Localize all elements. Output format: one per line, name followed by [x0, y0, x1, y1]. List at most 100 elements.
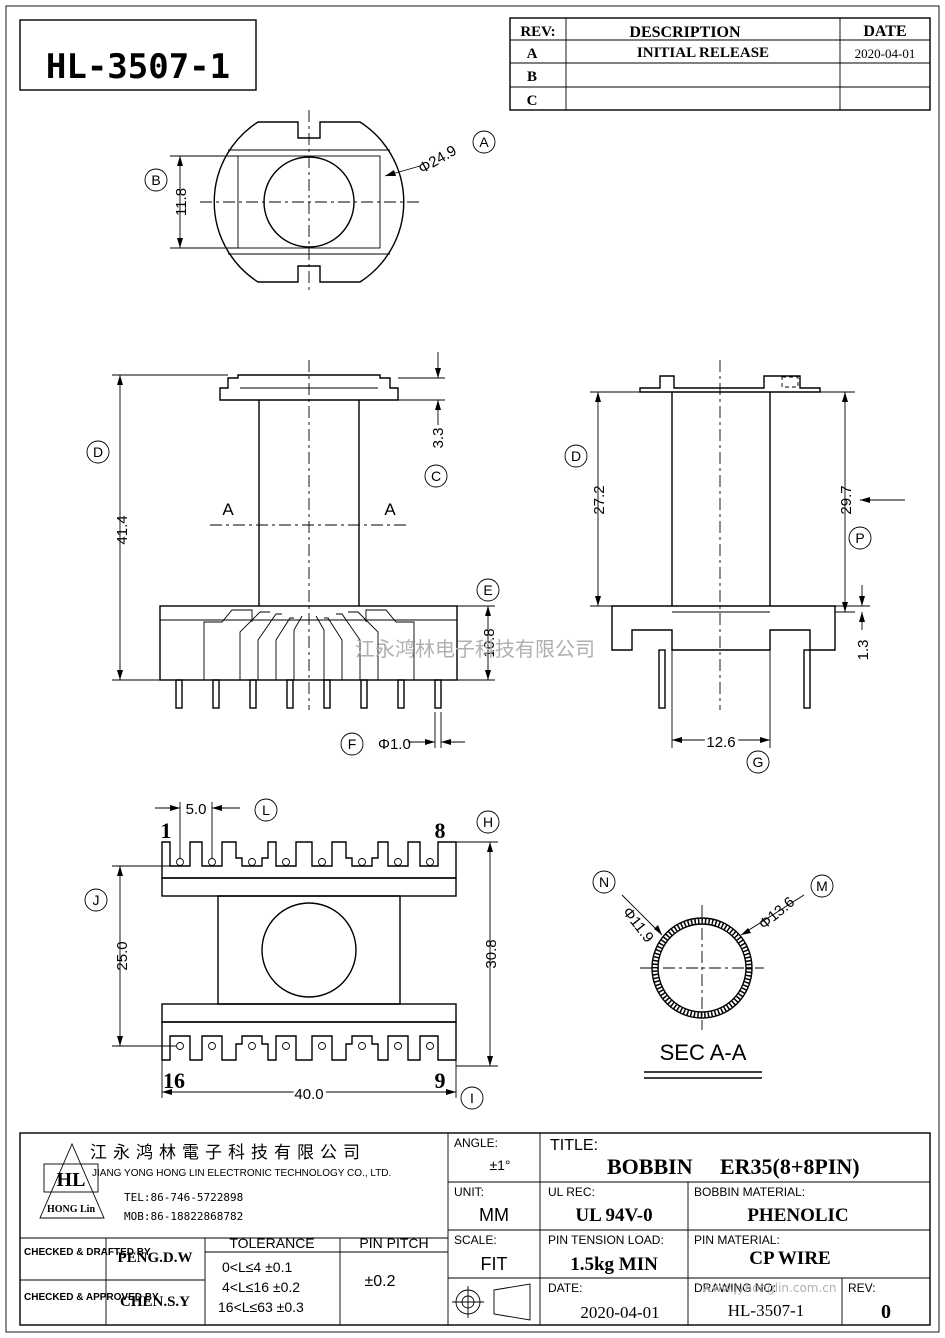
company-name-cn: 江永鸿林電子科技有限公司	[90, 1143, 366, 1162]
title-label: TITLE:	[550, 1137, 598, 1154]
angle-label: ANGLE:	[454, 1136, 498, 1150]
logo-text: HL	[57, 1169, 86, 1191]
side-view: 27.2 29.7 1.3 12.6 12.6	[590, 360, 905, 754]
unit-value: MM	[479, 1205, 509, 1225]
callout-d-side: D	[571, 448, 581, 464]
callout-h: H	[483, 814, 493, 830]
pin-material-value: CP WIRE	[749, 1248, 830, 1269]
callout-c: C	[431, 468, 441, 484]
callout-i: I	[470, 1090, 474, 1106]
callout-l: L	[262, 802, 270, 818]
checked-drafted-label: CHECKED & DRAFTED BY	[24, 1247, 151, 1258]
title-block: HL HONG Lin 江永鸿林電子科技有限公司 JIANG YONG HONG…	[19, 1132, 931, 1326]
rev-value: 0	[881, 1301, 891, 1323]
approved-by: CHEN.S.Y	[120, 1294, 190, 1310]
side-pin-left	[658, 649, 666, 709]
dim-29-7: 29.7	[838, 485, 855, 514]
dim-27-2: 27.2	[591, 485, 608, 514]
drawing-no-label: DRAWING NO:	[694, 1281, 776, 1295]
dim-dia-11-9: Φ11.9	[619, 904, 657, 946]
drawing-no-value: HL-3507-1	[728, 1301, 804, 1320]
rev-header: REV:	[520, 24, 555, 40]
callout-b: B	[151, 172, 160, 188]
dim-dia-24-9: Φ24.9	[416, 142, 460, 177]
rev-row-a-date: 2020-04-01	[855, 46, 916, 61]
pin-number-1: 1	[161, 818, 172, 843]
pin-pitch-value: ±0.2	[364, 1273, 395, 1290]
logo-subtext: HONG Lin	[47, 1204, 96, 1215]
part-number-box: HL-3507-1	[19, 19, 257, 91]
dim-5-0: 5.0	[186, 801, 207, 818]
callouts: A B C D D E F G H I J L M N P	[84, 130, 872, 1110]
side-pin-right	[803, 649, 811, 709]
watermark-url: www.jyhonglin.com.cn	[702, 1281, 837, 1295]
watermark-center: 江永鸿林电子科技有限公司	[355, 637, 595, 661]
rev-label: REV:	[848, 1281, 876, 1295]
sheet-border	[5, 5, 940, 1333]
rev-row-b: B	[527, 69, 537, 85]
dim-40-0-bg: 40.0	[294, 1086, 323, 1103]
dim-dia-13-6: Φ13.6	[756, 894, 798, 933]
dim-1-3: 1.3	[855, 640, 872, 661]
rev-row-a: A	[527, 46, 538, 62]
ul-label: UL REC:	[548, 1185, 595, 1199]
bottom-view: 1 8 16 9 5.0 25.0 30.8 40.0 40.0	[112, 801, 500, 1106]
description-header: DESCRIPTION	[629, 24, 741, 41]
bobbin-material-value: PHENOLIC	[747, 1205, 848, 1226]
unit-label: UNIT:	[454, 1185, 484, 1199]
title-value-1: BOBBIN	[607, 1154, 693, 1179]
front-pins	[175, 679, 442, 709]
projection-symbol	[452, 1283, 531, 1321]
section-marker-left: A	[222, 500, 234, 519]
company-tel: TEL:86-746-5722898	[124, 1191, 243, 1204]
section-label: SEC A-A	[660, 1040, 747, 1065]
callout-d-front: D	[93, 444, 103, 460]
date-label: DATE:	[548, 1281, 582, 1295]
tolerance-label: TOLERANCE	[229, 1235, 314, 1251]
dim-40-0: 40.0	[294, 1086, 323, 1103]
tolerance-row-2: 4<L≤16 ±0.2	[222, 1279, 300, 1295]
revision-table: REV: DESCRIPTION DATE A INITIAL RELEASE …	[509, 17, 931, 111]
tolerance-row-1: 0<L≤4 ±0.1	[222, 1259, 292, 1275]
pin-tension-value: 1.5kg MIN	[570, 1254, 658, 1275]
company-mob: MOB:86-18822868782	[124, 1210, 243, 1223]
dim-41-4: 41.4	[114, 515, 131, 544]
section-marker-right: A	[384, 500, 396, 519]
drafted-by: PENG.D.W	[118, 1250, 193, 1266]
company-name-en: JIANG YONG HONG LIN ELECTRONIC TECHNOLOG…	[92, 1168, 391, 1179]
part-number: HL-3507-1	[46, 47, 230, 87]
date-header: DATE	[863, 23, 906, 40]
dim-11-8: 11.8	[173, 188, 190, 216]
callout-m: M	[816, 878, 828, 894]
dim-30-8: 30.8	[483, 939, 500, 968]
dim-12-6-bg: 12.6	[706, 734, 735, 751]
dim-3-3: 3.3	[430, 428, 447, 449]
angle-value: ±1°	[489, 1157, 510, 1173]
pin-tension-label: PIN TENSION LOAD:	[548, 1233, 664, 1247]
callout-j: J	[93, 892, 100, 908]
company-logo: HL HONG Lin	[39, 1142, 105, 1219]
callout-a: A	[479, 134, 489, 150]
checked-approved-label: CHECKED & APPROVED BY	[24, 1292, 159, 1303]
pin-pitch-label: PIN PITCH	[359, 1235, 428, 1251]
dim-pin-dia: Φ1.0	[378, 736, 411, 753]
scale-label: SCALE:	[454, 1233, 497, 1247]
rev-row-a-description: INITIAL RELEASE	[637, 45, 769, 61]
scale-value: FIT	[481, 1254, 508, 1274]
callout-e: E	[483, 582, 492, 598]
date-value: 2020-04-01	[580, 1303, 659, 1322]
section-view: Φ11.9 Φ13.6 SEC A-A	[619, 894, 805, 1079]
bottom-pin-holes	[176, 858, 434, 1050]
callout-f: F	[348, 736, 357, 752]
tolerance-row-3: 16<L≤63 ±0.3	[218, 1299, 304, 1315]
rev-row-c: C	[527, 93, 538, 109]
top-view: 11.8 Φ24.9	[170, 110, 460, 292]
bobbin-material-label: BOBBIN MATERIAL:	[694, 1185, 805, 1199]
dim-12-6: 12.6	[706, 734, 735, 751]
pin-number-8: 8	[435, 818, 446, 843]
front-view: A A 41.4 3.3 10.8 Φ1.0	[112, 352, 498, 753]
pin-number-9: 9	[435, 1068, 446, 1093]
pin-number-16: 16	[163, 1068, 185, 1093]
